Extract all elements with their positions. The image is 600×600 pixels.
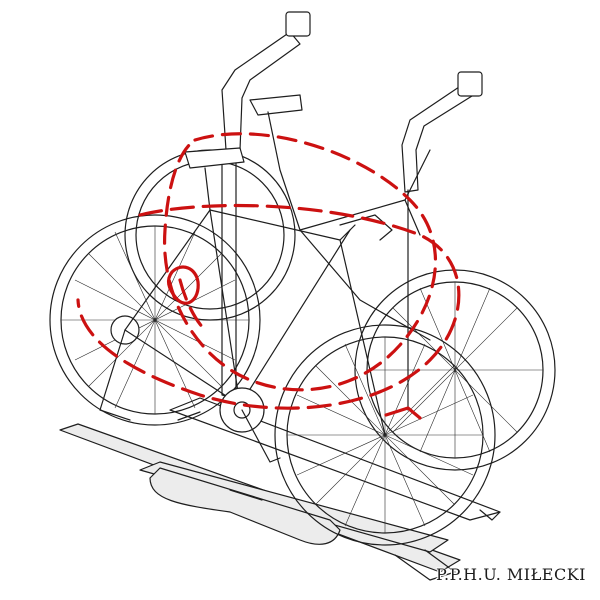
padlock: [166, 265, 200, 305]
cable-lock: [76, 132, 461, 420]
bicycle-front: [49, 147, 496, 546]
carrier-mast: [221, 11, 483, 411]
carrier-platform: [59, 397, 501, 581]
mount-clamp-left: [285, 11, 311, 37]
company-watermark: P.P.H.U. MIŁECKI: [435, 565, 586, 584]
bicycle-front-front-wheel: [274, 324, 496, 546]
mount-clamp-right: [457, 71, 483, 97]
bicycle-front-back-wheel: [49, 214, 261, 426]
